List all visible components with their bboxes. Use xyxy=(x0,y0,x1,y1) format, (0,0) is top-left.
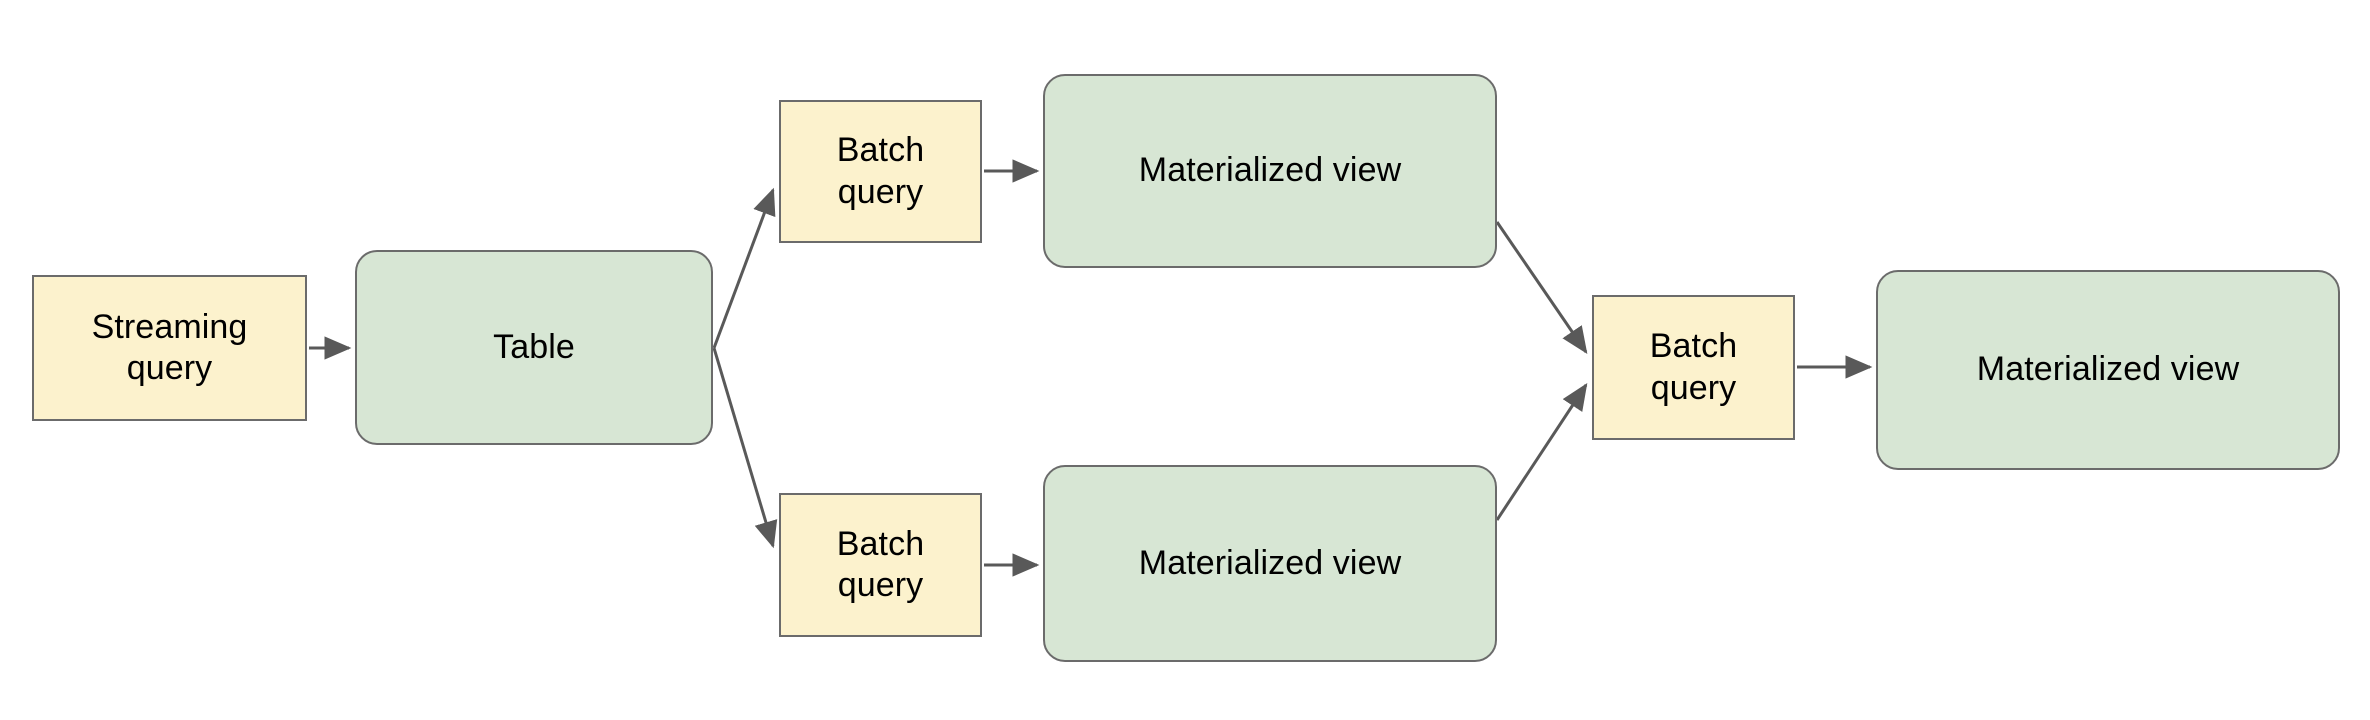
node-table[interactable]: Table xyxy=(355,250,713,445)
edge-table-to-batch-query-bottom xyxy=(712,347,778,549)
node-materialized-view-bottom-label: Materialized view xyxy=(1138,543,1402,582)
node-streaming-query[interactable]: Streaming query xyxy=(32,275,307,421)
node-batch-query-top-label: Batch query xyxy=(836,131,925,211)
node-table-label: Table xyxy=(493,327,575,366)
edge-materialized-view-top-to-batch-query-center xyxy=(1495,221,1588,354)
node-batch-query-top[interactable]: Batch query xyxy=(779,100,982,243)
node-materialized-view-right-label: Materialized view xyxy=(1976,350,2240,389)
node-materialized-view-right[interactable]: Materialized view xyxy=(1876,270,2340,470)
node-materialized-view-bottom[interactable]: Materialized view xyxy=(1043,465,1497,662)
node-batch-query-bottom[interactable]: Batch query xyxy=(779,493,982,637)
edge-materialized-view-bottom-to-batch-query-center xyxy=(1495,382,1588,521)
node-materialized-view-top-label: Materialized view xyxy=(1138,151,1402,190)
edge-table-to-batch-query-top xyxy=(712,187,776,349)
node-batch-query-bottom-label: Batch query xyxy=(836,524,925,604)
node-streaming-query-label: Streaming query xyxy=(91,307,248,387)
node-batch-query-center[interactable]: Batch query xyxy=(1592,295,1795,440)
node-batch-query-center-label: Batch query xyxy=(1649,327,1738,407)
node-materialized-view-top[interactable]: Materialized view xyxy=(1043,74,1497,268)
